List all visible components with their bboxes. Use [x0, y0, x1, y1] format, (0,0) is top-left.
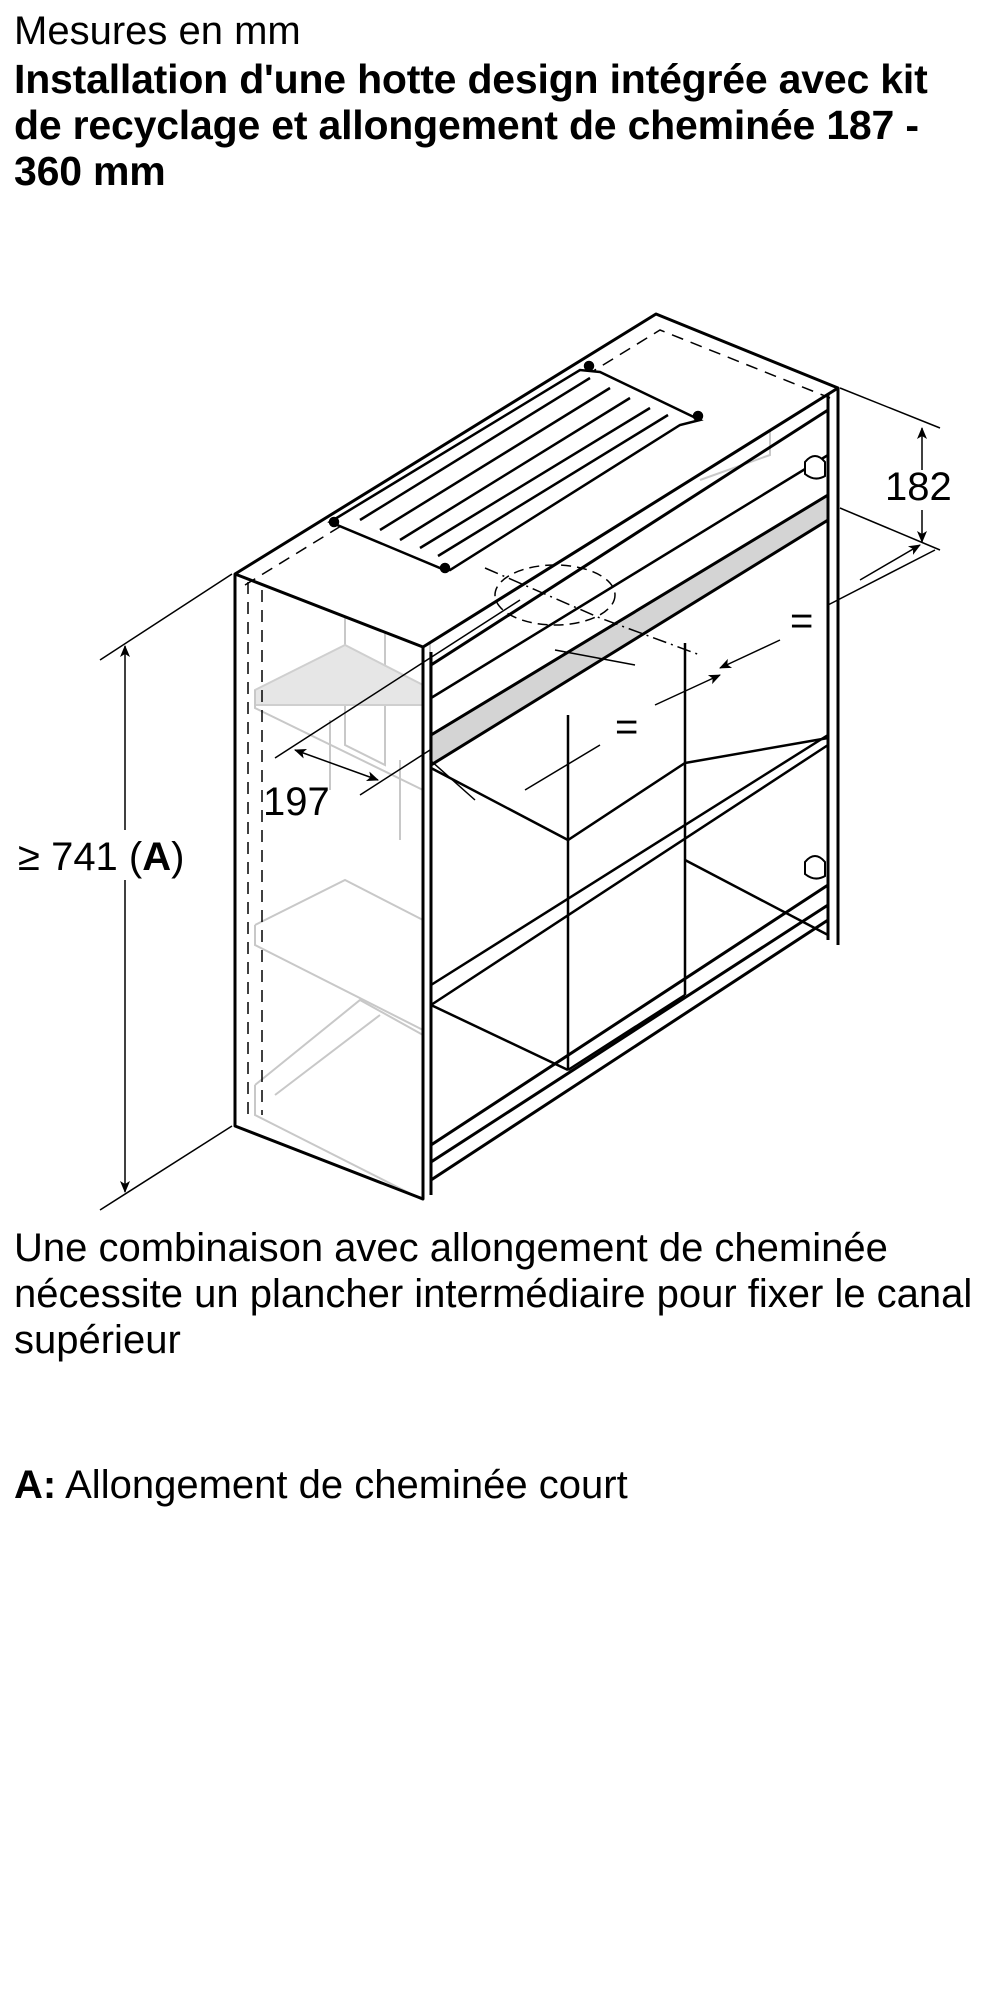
cabinet-diagram: ≥ 741 (A) 197 = = 182	[18, 312, 952, 1211]
dimension-equal-lower	[429, 649, 721, 801]
legend-a: A: Allongement de cheminée court	[14, 1462, 628, 1508]
dimension-top-height	[839, 387, 941, 581]
installation-note: Une combinaison avec allongement de chem…	[14, 1226, 973, 1362]
dimension-equal-upper-label: =	[790, 599, 813, 643]
dimension-depth	[274, 599, 521, 796]
dimension-equal-lower-label: =	[615, 705, 638, 749]
detail-circle	[494, 564, 616, 626]
wall-hanger-icons	[804, 455, 826, 880]
recycling-kit-grille	[327, 360, 704, 574]
dimension-top-height-label: 182	[885, 465, 952, 509]
legend-key: A:	[14, 1463, 57, 1507]
dimension-equal-upper	[719, 549, 936, 669]
page-title: Installation d'une hotte design intégrée…	[14, 56, 928, 194]
dimension-height	[99, 573, 233, 1211]
units-label: Mesures en mm	[14, 9, 301, 53]
interior-shelves	[430, 643, 829, 1072]
legend-text: Allongement de cheminée court	[56, 1463, 628, 1507]
dimension-height-label: ≥ 741 (A)	[18, 835, 184, 879]
dimension-depth-label: 197	[263, 780, 330, 824]
